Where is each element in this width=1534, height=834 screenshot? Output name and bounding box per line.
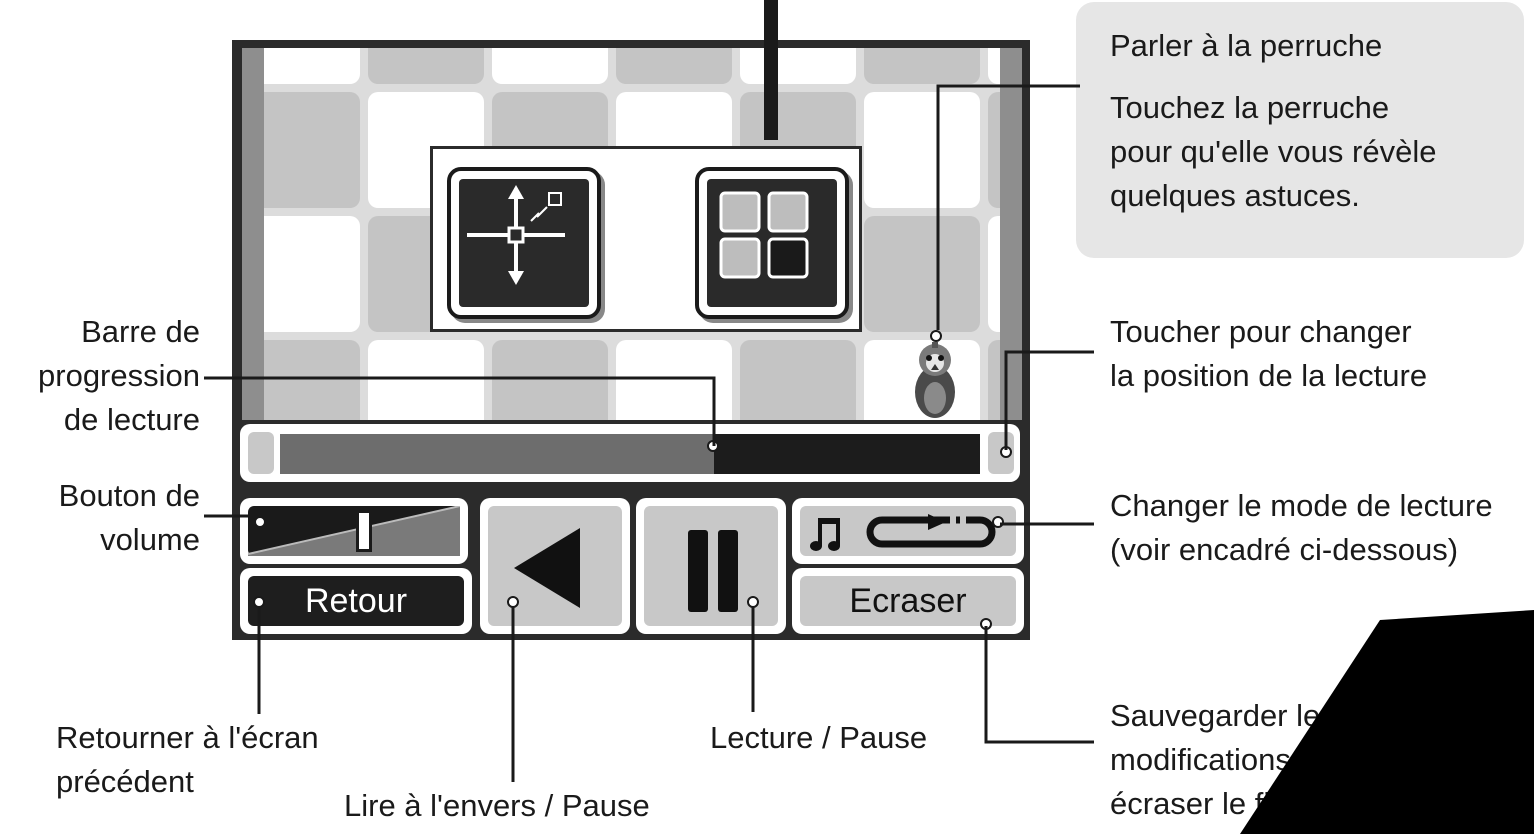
corner-watermark [1240, 610, 1534, 834]
play-pause-label: Lecture / Pause [710, 720, 928, 755]
pause-icon [688, 530, 738, 612]
floor-tile [368, 340, 484, 420]
game-area [242, 48, 1012, 420]
right-edge-bar [1000, 48, 1022, 420]
mode-label-line-1: Changer le mode de lecture [1110, 488, 1493, 523]
play-mode-button[interactable] [792, 498, 1024, 564]
floor-tile [616, 48, 732, 84]
parrot-callout-box [1076, 2, 1524, 258]
progress-label-line-3: de lecture [63, 402, 200, 437]
floor-tile [864, 92, 980, 208]
floor-tile [368, 48, 484, 84]
volume-label-line-2: volume [100, 522, 200, 557]
parrot-callout-dot [930, 330, 942, 342]
reverse-play-icon [514, 528, 580, 608]
reverse-play-button[interactable] [480, 498, 630, 634]
floor-tile [864, 48, 980, 84]
back-button-label: Retour [304, 581, 408, 620]
mode-label-line-2: (voir encadré ci-dessous) [1110, 532, 1459, 567]
grid-view-icon [707, 179, 837, 307]
tool-panel [430, 146, 862, 332]
floor-tile [740, 48, 856, 84]
volume-label-line-1: Bouton de [58, 478, 200, 513]
floor-tile [864, 216, 980, 332]
volume-knob[interactable] [355, 510, 372, 552]
grid-view-button[interactable] [695, 167, 849, 319]
floor-tile [740, 340, 856, 420]
overwrite-button-label: Ecraser [849, 581, 967, 620]
device-screen: Retour [232, 40, 1030, 640]
parrot-callout-line-1: Touchez la perruche [1110, 90, 1390, 125]
progress-track[interactable] [280, 434, 980, 474]
move-cursor-icon [459, 179, 589, 307]
parrot-icon[interactable] [910, 338, 960, 420]
loop-mode-icon [866, 514, 996, 548]
progress-played [280, 434, 714, 474]
overwrite-label-line-1: Sauvegarder les [1110, 698, 1336, 733]
back-button[interactable]: Retour [240, 568, 472, 634]
progress-label-line-2: progression [38, 358, 200, 393]
music-note-icon [810, 518, 840, 551]
left-edge-bar [242, 48, 264, 420]
parrot-callout-line-3: quelques astuces. [1110, 178, 1360, 213]
progress-label-line-1: Barre de [81, 314, 200, 349]
floor-tile [492, 340, 608, 420]
move-tool-button[interactable] [447, 167, 601, 319]
seek-label-line-1: Toucher pour changer [1110, 314, 1412, 349]
volume-slider[interactable] [240, 498, 468, 564]
parrot-callout-line-2: pour qu'elle vous révèle [1110, 134, 1437, 169]
seek-label-line-2: la position de la lecture [1110, 358, 1428, 393]
back-label-line-1: Retourner à l'écran [56, 720, 319, 755]
parrot-callout-title: Parler à la perruche [1110, 28, 1383, 63]
floor-tile [492, 48, 608, 84]
reverse-label: Lire à l'envers / Pause [344, 788, 650, 823]
playback-progress-bar[interactable] [240, 424, 1020, 482]
back-label-line-2: précédent [56, 764, 194, 799]
progress-left-cap [248, 432, 274, 474]
